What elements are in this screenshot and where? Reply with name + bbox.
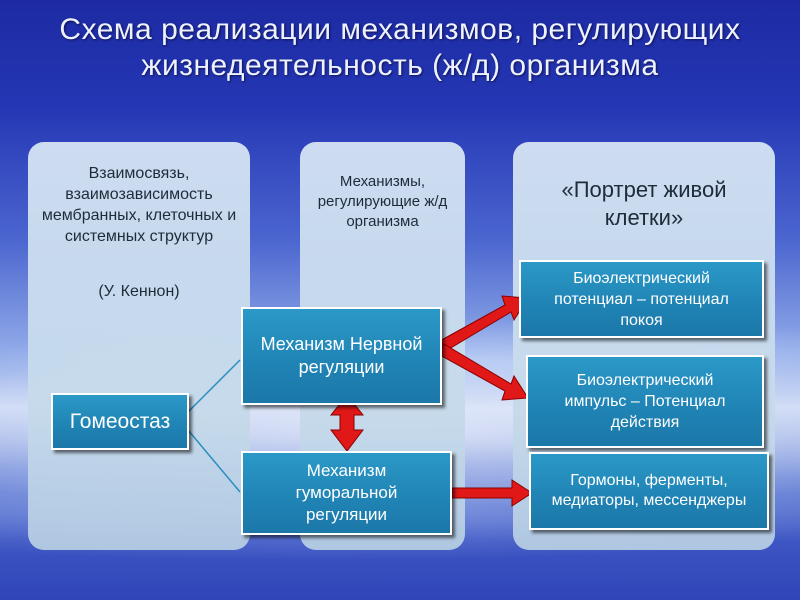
- arrow-to-potential: [437, 295, 529, 353]
- panel-left-text: Взаимосвязь, взаимозависимость мембранны…: [41, 165, 237, 245]
- homeostasis-box: Гомеостаз: [51, 393, 189, 450]
- arrow-to-impulse: [437, 343, 529, 401]
- panel-middle-text: Механизмы, регулирующие ж/д организма: [317, 173, 448, 230]
- humoral-regulation-box: Механизм гуморальной регуляции: [241, 451, 452, 535]
- hormones-box: Гормоны, ферменты, медиаторы, мессенджер…: [529, 452, 769, 530]
- connector-line-upper: [187, 359, 241, 413]
- connector-line-lower: [187, 429, 241, 493]
- panel-right-text: «Портрет живой клетки»: [561, 177, 727, 230]
- bio-impulse-box: Биоэлектрический импульс – Потенциал дей…: [526, 355, 764, 448]
- arrow-to-hormones: [451, 479, 533, 507]
- slide-title: Схема реализации механизмов, регулирующи…: [59, 13, 741, 82]
- nervous-regulation-box: Механизм Нервной регуляции: [241, 307, 442, 405]
- panel-left-author: (У. Кеннон): [98, 283, 180, 300]
- panel-left: [28, 142, 250, 550]
- bio-potential-box: Биоэлектрический потенциал – потенциал п…: [519, 260, 764, 338]
